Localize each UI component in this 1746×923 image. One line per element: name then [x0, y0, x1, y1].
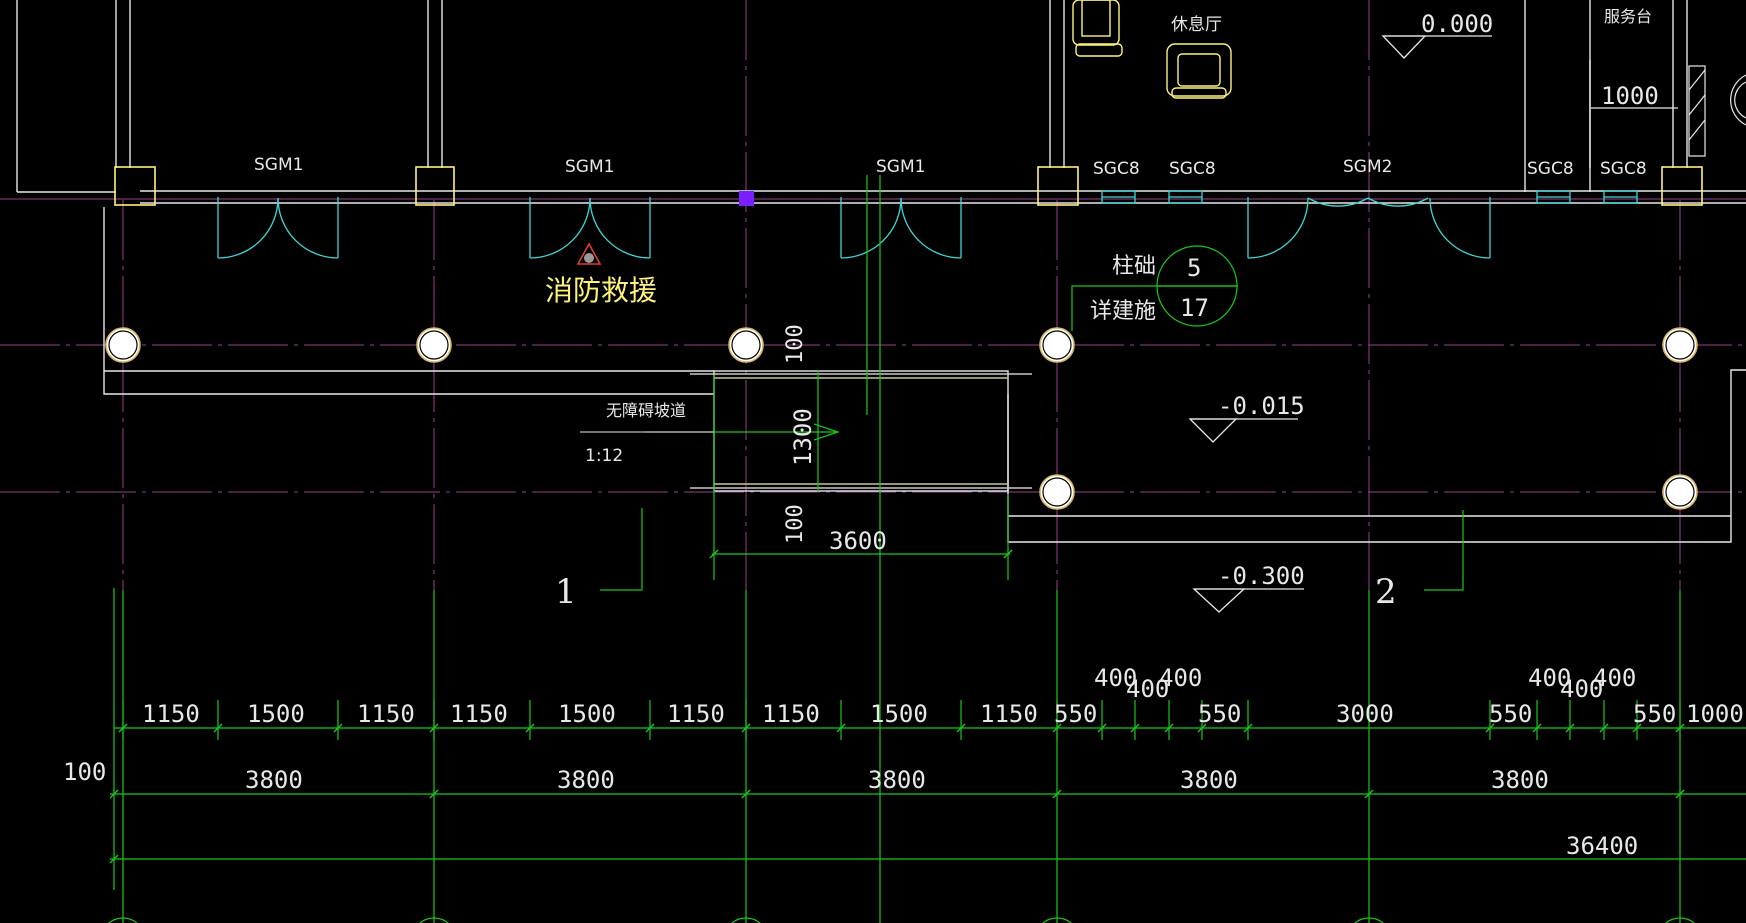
dimension-row-2: 3800 3800 3800 3800 3800 [245, 766, 1549, 794]
dim-r2-2: 3800 [868, 766, 926, 794]
dim-r1-7: 1500 [870, 700, 928, 728]
axis-bubbles [108, 917, 1695, 923]
door-tag-sgm1-c: SGM1 [876, 157, 925, 177]
elevation-ground: -0.300 [1218, 562, 1305, 590]
room-label-service-desk: 服务台 [1604, 7, 1652, 26]
dimension-lines [110, 107, 1746, 923]
window-tag-sgc8-c: SGC8 [1527, 159, 1574, 179]
dim-r1-9: 550 [1054, 700, 1097, 728]
dimension-row-1-upper: 400 400 400 400 400 400 [1094, 664, 1636, 703]
dim-r1-6: 1150 [762, 700, 820, 728]
dim-r1u-5: 400 [1560, 675, 1603, 703]
dimension-row-1: 1150 1500 1150 1150 1500 1150 1150 1500 … [142, 700, 1744, 728]
dim-r1u-0: 400 [1094, 664, 1137, 692]
ramp-top-offset: 100 [783, 324, 808, 364]
callout-lower-label: 详建施 [1090, 299, 1156, 324]
purple-column-marker [739, 191, 754, 206]
dim-r1-11: 3000 [1336, 700, 1394, 728]
dim-r1-4: 1500 [558, 700, 616, 728]
dim-r1u-4: 400 [1593, 664, 1636, 692]
dim-r1u-3: 400 [1528, 664, 1571, 692]
top-dimension-1000: 1000 [1601, 82, 1659, 110]
callout-upper-label: 柱础 [1112, 254, 1156, 279]
dim-left-offset: 100 [63, 758, 106, 786]
dim-r1u-1: 400 [1159, 664, 1202, 692]
fire-rescue-label: 消防救援 [545, 274, 657, 307]
callout-detail-no: 5 [1187, 254, 1201, 282]
ramp-slope: 1:12 [585, 446, 623, 466]
window-tag-sgc8-a: SGC8 [1093, 159, 1140, 179]
door-tag-sgm1-a: SGM1 [254, 155, 303, 175]
dim-r2-3: 3800 [1180, 766, 1238, 794]
dim-r2-0: 3800 [245, 766, 303, 794]
window-tag-sgc8-d: SGC8 [1600, 159, 1647, 179]
service-desk-detail [1688, 65, 1746, 157]
fire-rescue-marker [576, 242, 602, 265]
dim-r1-13: 550 [1633, 700, 1676, 728]
doors [217, 190, 1638, 259]
door-tag-sgm1-b: SGM1 [565, 157, 614, 177]
ramp-label: 无障碍坡道 [606, 401, 686, 420]
dim-r1-8: 1150 [980, 700, 1038, 728]
dim-r1-0: 1150 [142, 700, 200, 728]
section-mark-1: 1 [555, 572, 577, 612]
elevation-symbols [1188, 35, 1492, 613]
window-tag-sgc8-b: SGC8 [1169, 159, 1216, 179]
ramp-width: 1300 [789, 408, 817, 466]
dim-r1-2: 1150 [357, 700, 415, 728]
walls [16, 0, 1746, 543]
dim-total: 36400 [1566, 832, 1638, 860]
dim-r1-1: 1500 [247, 700, 305, 728]
room-label-lounge: 休息厅 [1171, 15, 1222, 35]
dim-r1u-2: 400 [1126, 675, 1169, 703]
callout-sheet-no: 17 [1180, 294, 1209, 322]
dim-r1-10: 550 [1198, 700, 1241, 728]
elevation-platform: -0.015 [1218, 392, 1305, 420]
wall-columns [114, 166, 1703, 206]
ramp-length: 3600 [829, 527, 887, 555]
dim-r1-14: 1000 [1686, 700, 1744, 728]
dim-r2-1: 3800 [557, 766, 615, 794]
dim-r1-3: 1150 [450, 700, 508, 728]
door-tag-sgm2: SGM2 [1343, 157, 1392, 177]
dim-r2-4: 3800 [1491, 766, 1549, 794]
furniture [1072, 0, 1232, 99]
dim-r1-12: 550 [1489, 700, 1532, 728]
dim-r1-5: 1150 [667, 700, 725, 728]
round-columns [105, 327, 1698, 510]
section-mark-2: 2 [1375, 572, 1397, 612]
elevation-floor: 0.000 [1421, 10, 1493, 38]
ramp-bottom-offset: 100 [783, 504, 808, 544]
